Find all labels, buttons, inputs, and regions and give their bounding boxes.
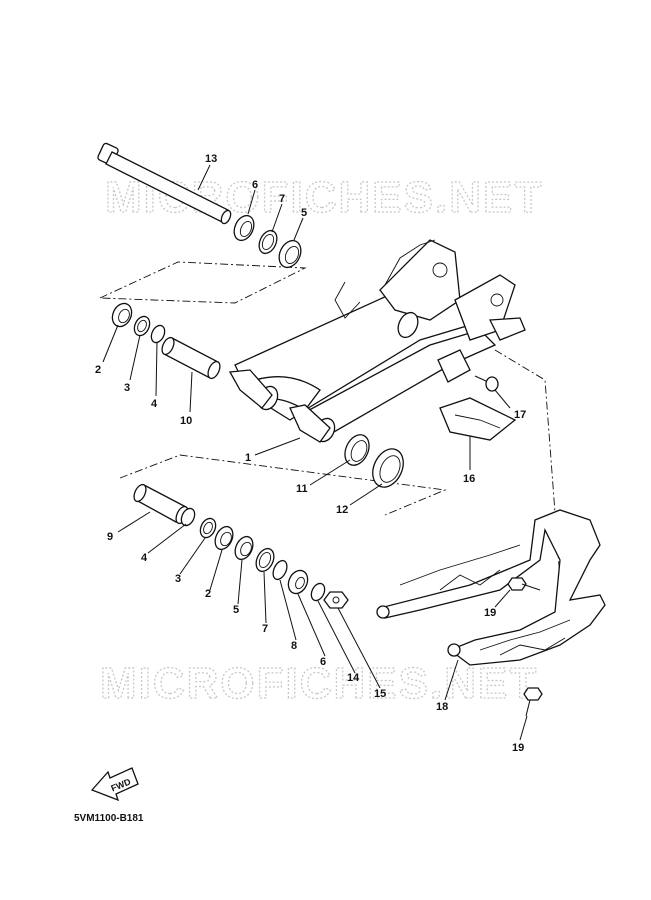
callout-16: 16 — [463, 473, 475, 485]
callout-10: 10 — [180, 415, 192, 427]
callout-4-top: 4 — [151, 398, 158, 410]
callout-12: 12 — [336, 504, 348, 516]
watermark-top: MICROFICHES.NET — [105, 173, 543, 222]
callout-3-top: 3 — [124, 382, 130, 394]
fwd-arrow-icon: FWD — [90, 767, 139, 802]
footrest-guard — [376, 509, 606, 666]
pivot-shaft — [97, 142, 232, 225]
top-bushing-stack — [233, 214, 302, 269]
callout-8: 8 — [291, 640, 297, 652]
callout-17: 17 — [514, 409, 526, 421]
callout-2-bottom: 2 — [205, 588, 211, 600]
callout-1: 1 — [245, 452, 251, 464]
callout-5-top: 5 — [301, 207, 307, 219]
callout-13: 13 — [205, 153, 217, 165]
callout-15: 15 — [374, 688, 386, 700]
guard-bolts — [507, 577, 543, 717]
watermark-bottom: MICROFICHES.NET — [100, 659, 538, 708]
callouts: 13 6 7 5 2 3 4 10 17 1 11 16 12 9 4 3 2 … — [95, 153, 526, 754]
left-bearing-stack — [111, 302, 221, 380]
callout-2-top: 2 — [95, 364, 101, 376]
callout-6-bottom: 6 — [320, 656, 326, 668]
callout-18: 18 — [436, 701, 448, 713]
callout-7-bottom: 7 — [262, 623, 268, 635]
swingarm — [228, 239, 526, 443]
callout-14: 14 — [347, 672, 360, 684]
callout-3-bottom: 3 — [175, 573, 181, 585]
seal-pair — [344, 434, 404, 488]
callout-19-bottom: 19 — [512, 742, 524, 754]
callout-19-top: 19 — [484, 607, 496, 619]
chain-guide-assembly — [437, 349, 517, 441]
leader-lines — [102, 164, 528, 741]
diagram-code: 5VM1100-B181 — [74, 813, 144, 824]
callout-5-bottom: 5 — [233, 604, 239, 616]
lower-bearing-stack — [133, 483, 349, 609]
callout-9: 9 — [107, 531, 113, 543]
callout-6-top: 6 — [252, 179, 258, 191]
callout-4-bottom: 4 — [141, 552, 148, 564]
callout-7-top: 7 — [279, 193, 285, 205]
callout-11: 11 — [296, 483, 308, 495]
